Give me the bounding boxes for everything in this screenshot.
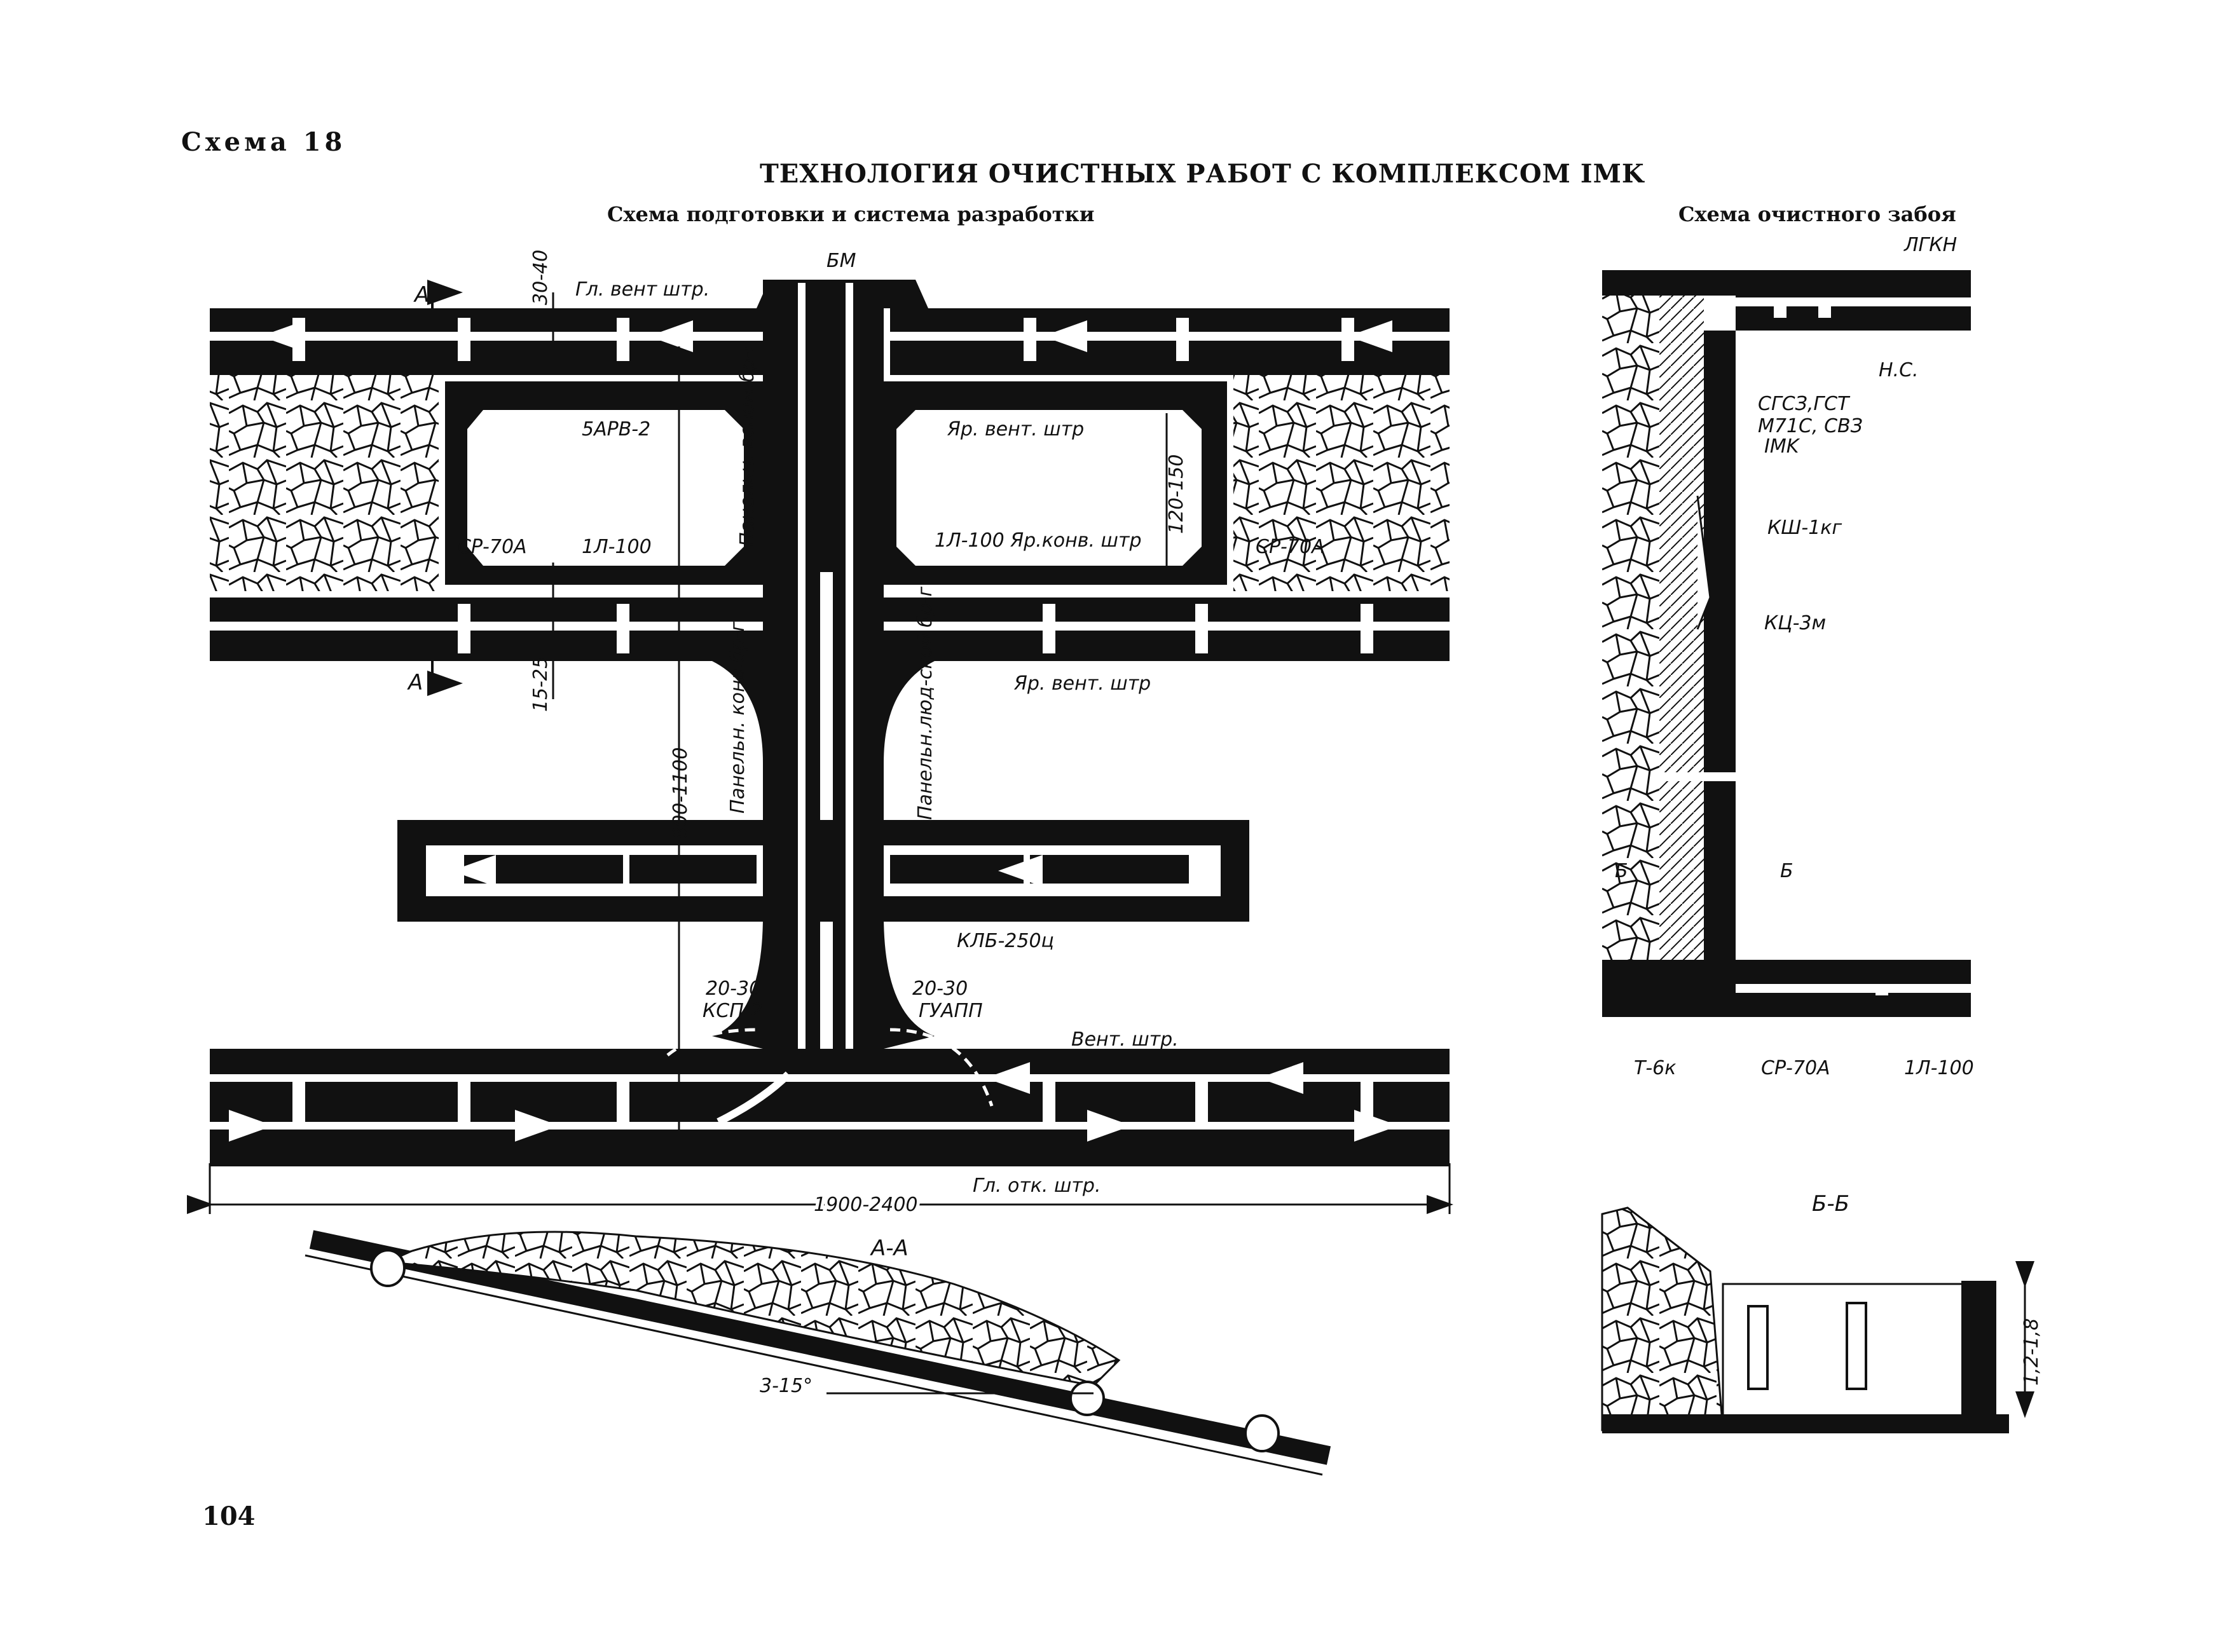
plan-drawing: БМ Гл. вент штр. А А 5АРВ-2 Яр. вент. шт… [187,250,1453,1219]
label-arv: 5АРВ-2 [582,418,650,440]
face-label-sgsz: СГСЗ,ГСТ [1758,393,1851,415]
label-gl-vent: Гл. вент штр. [575,278,710,301]
label-a-bottom: А [407,670,423,695]
upper-right-panel [884,381,1227,585]
face-label-lgkn: ЛГКН [1903,234,1957,256]
section-aa-drawing: А-А 3-15° [305,1230,1331,1476]
face-label-m71s: М71С, СВЗ [1758,415,1863,437]
face-label-b-right: Б [1780,860,1793,882]
label-vent-shtr: Вент. штр. [1071,1028,1179,1051]
label-20-30-right: 20-30 [912,978,968,1000]
label-panel-vspom: Панельн. вспом.бр-г [736,341,758,547]
page-title: ТЕХНОЛОГИЯ ОЧИСТНЫХ РАБОТ С КОМПЛЕКСОМ I… [760,159,1645,189]
section-bb-drawing: Б-Б 1,2-1,8 [1601,1191,2043,1433]
scheme-number: Схема 18 [181,127,346,157]
face-label-ns: Н.С. [1879,359,1919,381]
section-bb-height: 1,2-1,8 [2020,1318,2043,1386]
panel-bremsbergs [712,280,935,1157]
face-label-l100: 1Л-100 [1904,1057,1974,1079]
label-sr70a-right: СР-70А [1256,536,1325,558]
face-label-ksh: КШ-1кг [1767,517,1842,539]
page-number: 104 [202,1501,256,1531]
plan-subtitle: Схема подготовки и система разработки [607,202,1095,226]
dim-120-150: 120-150 [1165,454,1188,534]
label-ksp: КСП-2 [703,1000,763,1022]
face-label-kts: КЦ-3м [1764,612,1826,634]
section-mark-a [427,280,463,696]
goaf-right [1233,375,1450,591]
upper-left-panel [445,381,763,585]
label-yar-vent-mid: Яр. вент. штр [1013,672,1151,695]
label-panel-lyud: Панельн.люд-ской бр-г [914,587,936,820]
section-aa-title: А-А [870,1236,909,1261]
airflow-arrows [223,320,1399,1142]
label-gl-otk: Гл. отк. штр. [973,1175,1101,1197]
face-label-imk: IMK [1764,435,1800,458]
label-sr70a-left: СР-70А [458,536,527,558]
lower-panel [397,820,1249,922]
label-l100-yar-konv: 1Л-100 Яр.конв. штр [935,529,1142,552]
bottom-drifts [210,1028,1450,1166]
dim-800-1100: 800-1100 [669,747,692,839]
goaf-left [210,375,439,591]
face-label-t6k: Т-6к [1634,1057,1676,1079]
label-panel-konv: Панельн. конв.бр-г [727,622,749,814]
label-guapp: ГУАПП [919,1000,983,1022]
label-bm: БМ [826,250,856,272]
label-20-30-left: 20-30 [706,978,761,1000]
face-label-sr70a: СР-70А [1761,1057,1830,1079]
section-bb-title: Б-Б [1812,1191,1849,1217]
label-yar-vent-top: Яр. вент. штр [947,418,1084,440]
face-subtitle: Схема очистного забоя [1678,202,1956,226]
plan-dimensions [187,292,1453,1214]
dim-30-40: 30-40 [530,250,552,305]
dim-1900-2400: 1900-2400 [814,1194,918,1216]
label-l100-left: 1Л-100 [582,536,652,558]
dim-15-25: 15-25 [530,657,552,712]
label-klb: КЛБ-250ц [957,930,1054,952]
face-label-b-left: Б [1615,860,1628,882]
label-a-top: А [413,282,429,308]
section-aa-angle: 3-15° [760,1375,813,1397]
face-drawing: ЛГКН Н.С. СГСЗ,ГСТ М71С, СВЗ IMK КШ-1кг … [1602,234,1974,1079]
